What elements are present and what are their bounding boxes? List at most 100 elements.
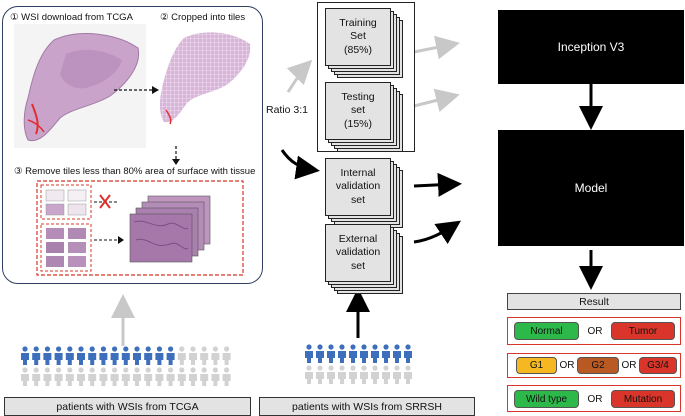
person-icon [222,346,231,365]
tumor-pill: Tumor [611,322,675,340]
external-validation-set-label-line: set [350,259,365,272]
person-icon [177,346,186,365]
person-icon [155,367,164,386]
person-icon [382,365,390,384]
person-icon [305,344,313,363]
g2-pill: G2 [577,357,619,374]
person-icon [222,367,231,386]
person-icon [360,344,368,363]
dashed-down-arrow-icon [172,146,180,165]
training-set-label-line: (85%) [343,43,372,56]
internal-validation-set-label-line: set [350,193,365,206]
person-icon [32,346,41,365]
person-icon [316,344,324,363]
srrsh-patients-label: patients with WSIs from SRRSH [259,397,475,416]
g34-pill: G3/4 [639,357,677,374]
person-icon [393,365,401,384]
person-icon [327,344,335,363]
person-icon [189,346,197,365]
person-icon [133,346,141,365]
person-icon [54,346,63,365]
result-row-mutation [507,385,681,412]
g1-pill: G1 [516,357,557,374]
person-icon [189,367,197,386]
person-icon [54,367,63,386]
or-label: OR [559,360,575,371]
person-icon [144,367,153,386]
person-icon [316,365,324,384]
dashed-arrow-icon [114,86,159,94]
whole-slide-image [14,24,146,148]
person-icon [43,367,52,386]
person-icon [21,367,29,386]
testing-set-label-line: set [350,104,365,117]
inception-v3-box: Inception V3 [498,10,684,84]
person-icon [43,346,52,365]
result-row-normal-tumor [507,317,681,345]
model-box: Model [498,130,684,246]
person-icon [360,365,368,384]
person-icon [338,344,346,363]
person-icon [88,367,97,386]
person-icon [371,344,379,363]
person-icon [382,344,390,363]
internal-validation-set-label-line: Internal [340,167,376,180]
person-icon [99,346,108,365]
person-icon [77,346,85,365]
person-icon [121,367,130,386]
step2-label: ② Cropped into tiles [160,12,246,23]
training-set-label-line: Set [350,30,366,43]
person-icon [166,346,175,365]
person-icon [211,367,220,386]
person-icon [200,346,209,365]
person-icon [338,365,346,384]
person-icon [65,346,74,365]
wild-type-pill: Wild type [514,390,579,408]
person-icon [32,367,41,386]
internal-validation-set-label-line: validation [335,180,381,193]
person-icon [65,367,74,386]
or-label: OR [621,360,637,371]
external-validation-set-label-line: External [338,233,378,246]
result-header: Result [507,293,681,310]
tile-filtering-illustration [36,180,244,276]
person-icon [166,367,175,386]
tcga-patient-icons [21,346,231,386]
mutation-pill: Mutation [611,390,675,408]
person-icon [88,346,97,365]
person-icon [155,346,164,365]
or-label: OR [587,393,603,405]
person-icon [200,367,209,386]
step1-label: ① WSI download from TCGA [10,12,133,23]
srrsh-patient-icons [305,344,412,384]
person-icon [404,344,412,363]
person-icon [144,346,153,365]
person-icon [99,367,108,386]
person-icon [133,367,141,386]
result-row-grade [507,353,681,378]
testing-set-label-line: Testing [341,91,375,104]
person-icon [110,346,119,365]
normal-pill: Normal [514,322,579,340]
person-icon [404,365,412,384]
tcga-preprocessing-panel [2,6,263,284]
testing-set-label-line: (15%) [343,117,372,130]
person-icon [177,367,186,386]
external-validation-set-label-line: validation [335,246,381,259]
person-icon [393,344,401,363]
person-icon [77,367,85,386]
person-icon [21,346,29,365]
tcga-patients-label: patients with WSIs from TCGA [4,397,251,416]
training-set-label-line: Training [339,17,377,30]
step3-label: ③ Remove tiles less than 80% area of sur… [14,166,256,177]
ratio-label: Ratio 3:1 [266,104,309,116]
person-icon [349,365,357,384]
